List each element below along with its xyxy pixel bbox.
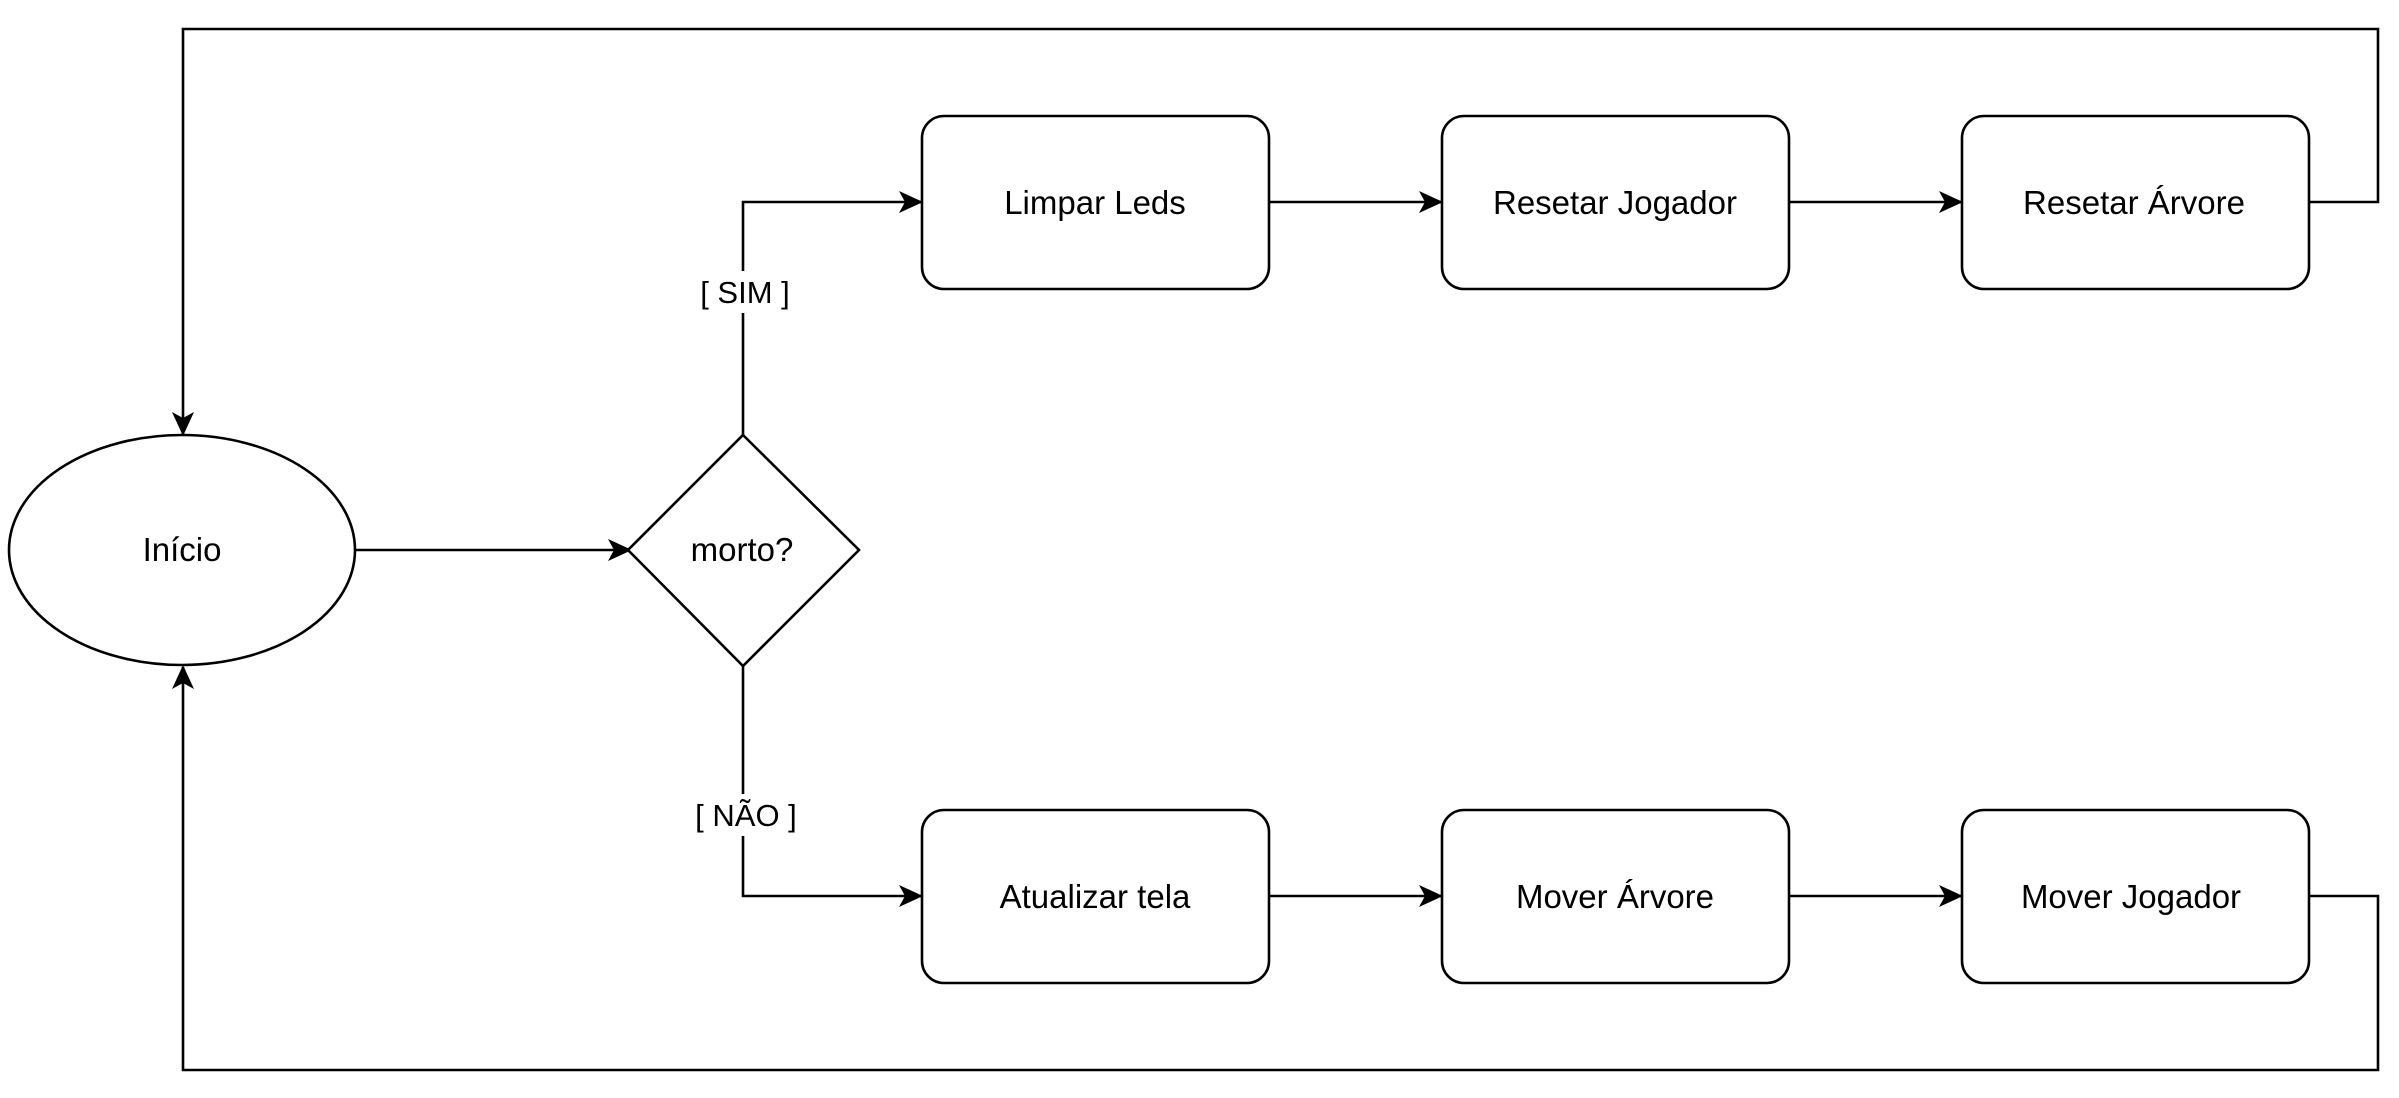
node-mover-arvore-label: Mover Árvore	[1516, 878, 1714, 915]
node-mover-jogador-shape	[1960, 808, 2311, 985]
nodes: Início morto? Limpar Leds Resetar Jogado…	[7, 114, 2311, 985]
edge-label-sim-text: [ SIM ]	[700, 275, 790, 310]
edge-label-sim-bg	[695, 271, 791, 313]
node-limpar-leds[interactable]: Limpar Leds	[920, 114, 1271, 291]
edge-label-nao-bg	[689, 794, 799, 836]
edge-label-nao: [ NÃO ]	[689, 794, 799, 836]
node-atualizar-tela-shape	[920, 808, 1271, 985]
node-mover-jogador-label: Mover Jogador	[2021, 878, 2241, 915]
node-inicio[interactable]: Início	[7, 433, 357, 667]
node-limpar-leds-shape	[920, 114, 1271, 291]
edge-labels: [ SIM ] [ NÃO ]	[689, 271, 799, 836]
node-inicio-label: Início	[143, 531, 222, 568]
node-inicio-shape	[7, 433, 357, 667]
node-mover-jogador[interactable]: Mover Jogador	[1960, 808, 2311, 985]
node-morto-shape	[626, 433, 861, 668]
node-resetar-jogador-label: Resetar Jogador	[1493, 184, 1737, 221]
node-resetar-arvore-label: Resetar Árvore	[2023, 184, 2245, 221]
edge-mover-jogador-to-inicio	[172, 665, 2380, 1072]
edge-label-sim: [ SIM ]	[695, 271, 791, 313]
edges	[172, 27, 2380, 1072]
node-atualizar-tela[interactable]: Atualizar tela	[920, 808, 1271, 985]
node-resetar-arvore-shape	[1960, 114, 2311, 291]
node-resetar-arvore[interactable]: Resetar Árvore	[1960, 114, 2311, 291]
node-mover-arvore-shape	[1440, 808, 1791, 985]
node-morto[interactable]: morto?	[626, 433, 861, 668]
edge-label-nao-text: [ NÃO ]	[695, 798, 797, 833]
edge-morto-to-atualizar-tela	[741, 666, 923, 907]
edge-resetar-arvore-to-inicio	[172, 27, 2380, 436]
node-resetar-jogador-shape	[1440, 114, 1791, 291]
node-mover-arvore[interactable]: Mover Árvore	[1440, 808, 1791, 985]
edge-morto-to-limpar-leds	[741, 191, 923, 435]
node-morto-label: morto?	[691, 531, 794, 568]
node-resetar-jogador[interactable]: Resetar Jogador	[1440, 114, 1791, 291]
node-limpar-leds-label: Limpar Leds	[1004, 184, 1186, 221]
node-atualizar-tela-label: Atualizar tela	[1000, 878, 1191, 915]
